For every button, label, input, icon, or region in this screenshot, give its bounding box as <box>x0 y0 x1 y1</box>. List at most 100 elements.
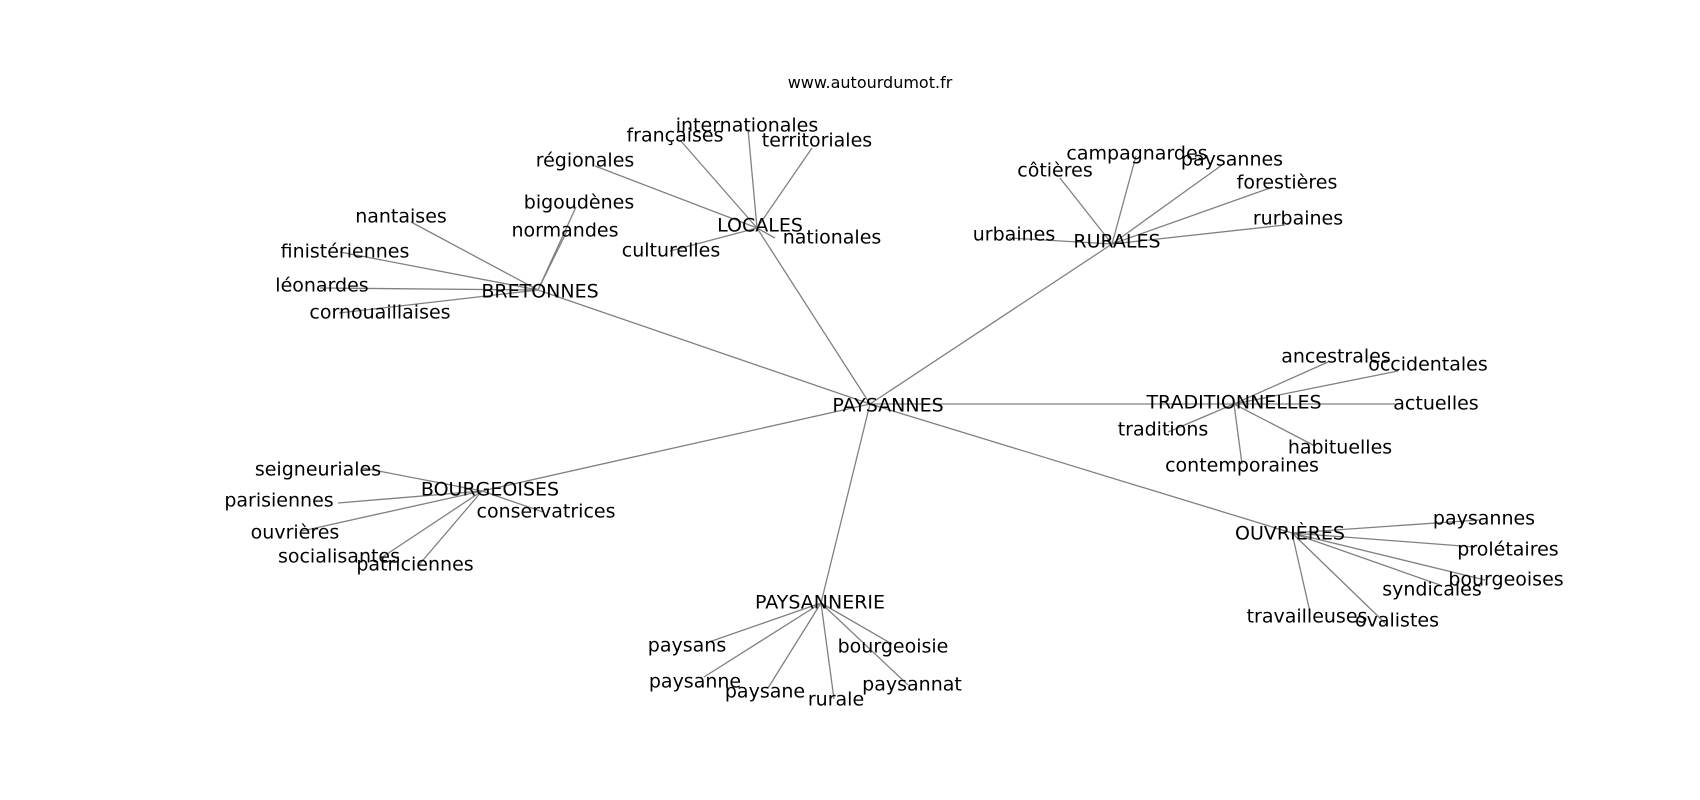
leaf-node-bourgeoises-seigneuriales: seigneuriales <box>255 459 381 481</box>
leaf-node-paysannerie-paysane: paysane <box>725 681 805 703</box>
hub-node-paysannerie: PAYSANNERIE <box>755 592 885 614</box>
leaf-node-bretonnes-normandes: normandes <box>512 220 619 242</box>
leaf-node-traditionnelles-ancestrales: ancestrales <box>1281 346 1391 368</box>
edge-bourgeoises-ouvrieres <box>301 490 483 532</box>
edge-center-locales <box>756 227 871 405</box>
hub-node-bourgeoises: BOURGEOISES <box>421 479 559 501</box>
edge-paysannerie-rurale <box>820 602 835 700</box>
edge-ouvrieres-proletaires <box>1291 532 1476 548</box>
leaf-node-rurales-rurbaines: rurbaines <box>1253 208 1343 230</box>
edge-rurales-paysannes <box>1111 164 1223 245</box>
leaf-node-rurales-paysannes: paysannes <box>1181 149 1283 171</box>
edge-traditionnelles-occidentales <box>1233 370 1399 405</box>
leaf-node-ouvrieres-bourgeoises: bourgeoises <box>1448 569 1563 591</box>
leaf-node-paysannerie-bourgeoisie: bourgeoisie <box>838 636 949 658</box>
leaf-node-bourgeoises-parisiennes: parisiennes <box>224 490 333 512</box>
hub-node-rurales: RURALES <box>1073 231 1160 253</box>
leaf-node-locales-internationales: internationales <box>676 115 819 137</box>
edge-ouvrieres-paysannes <box>1291 519 1480 534</box>
leaf-node-ouvrieres-proletaires: prolétaires <box>1457 539 1558 561</box>
edge-traditionnelles-traditions <box>1167 403 1235 433</box>
leaf-node-bourgeoises-socialisantes: socialisantes <box>278 546 400 568</box>
edge-paysannerie-paysannat <box>820 602 909 686</box>
edge-locales-internationales <box>747 128 758 229</box>
edge-paysannerie-paysanne <box>703 602 822 678</box>
leaf-node-bretonnes-leonardes: léonardes <box>275 275 368 297</box>
leaf-node-bretonnes-nantaises: nantaises <box>355 206 447 228</box>
leaf-node-rurales-cotieres: côtières <box>1017 160 1092 182</box>
hub-node-bretonnes: BRETONNES <box>481 281 598 303</box>
leaf-node-locales-culturelles: culturelles <box>622 240 721 262</box>
leaf-node-locales-territoriales: territoriales <box>762 130 872 152</box>
edge-locales-regionales <box>594 165 758 229</box>
edge-center-paysannerie <box>820 403 871 604</box>
leaf-node-locales-regionales: régionales <box>536 150 635 172</box>
edge-center-bourgeoises <box>481 403 871 492</box>
leaf-node-traditionnelles-contemporaines: contemporaines <box>1165 455 1319 477</box>
edge-paysannerie-paysans <box>708 602 822 643</box>
watermark-text: www.autourdumot.fr <box>788 73 953 92</box>
edge-rurales-forestieres <box>1111 187 1271 245</box>
edge-ouvrieres-bourgeoises <box>1291 532 1486 581</box>
leaf-node-bretonnes-finisteriennes: finistériennes <box>281 241 410 263</box>
leaf-node-rurales-campagnardes: campagnardes <box>1066 143 1207 165</box>
edge-bourgeoises-socialisantes <box>380 490 483 559</box>
edge-bretonnes-cornouaillaises <box>338 289 539 314</box>
edge-center-rurales <box>869 243 1113 405</box>
hub-node-traditionnelles: TRADITIONNELLES <box>1145 392 1321 414</box>
leaf-node-ouvrieres-ovalistes: ovalistes <box>1355 610 1439 632</box>
edge-rurales-campagnardes <box>1111 155 1137 245</box>
edge-locales-francaises <box>679 139 758 229</box>
edge-traditionnelles-habituelles <box>1233 403 1316 447</box>
leaf-node-traditionnelles-traditions: traditions <box>1118 419 1209 441</box>
edge-center-ouvrieres <box>869 403 1293 534</box>
edge-center-bretonnes <box>537 289 871 405</box>
edge-locales-territoriales <box>756 147 813 229</box>
leaf-node-ouvrieres-paysannes: paysannes <box>1433 508 1535 530</box>
hub-node-locales: LOCALES <box>717 215 803 237</box>
edge-traditionnelles-ancestrales <box>1233 361 1329 405</box>
leaf-node-ouvrieres-syndicales: syndicales <box>1382 579 1481 601</box>
edge-rurales-rurbaines <box>1111 224 1286 245</box>
edge-paysannerie-bourgeoisie <box>820 602 893 645</box>
leaf-node-paysannerie-paysans: paysans <box>648 635 726 657</box>
edge-bretonnes-nantaises <box>410 221 539 291</box>
edge-paysannerie-paysane <box>767 602 822 689</box>
edge-bourgeoises-patriciennes <box>417 490 483 567</box>
edge-bourgeoises-parisiennes <box>337 490 483 504</box>
edge-bourgeoises-seigneuriales <box>362 467 483 492</box>
center-node-label: PAYSANNES <box>832 395 943 417</box>
leaf-node-traditionnelles-actuelles: actuelles <box>1393 393 1478 415</box>
leaf-node-traditionnelles-habituelles: habituelles <box>1288 437 1392 459</box>
leaf-node-locales-nationales: nationales <box>783 227 882 249</box>
edge-ouvrieres-ovalistes <box>1291 532 1386 624</box>
edge-ouvrieres-travailleuses <box>1291 532 1311 613</box>
edge-bretonnes-finisteriennes <box>339 251 539 291</box>
leaf-node-bretonnes-bigoudenes: bigoudènes <box>524 192 634 214</box>
leaf-node-rurales-forestieres: forestières <box>1237 172 1338 194</box>
edges-layer <box>301 128 1486 700</box>
leaf-node-paysannerie-paysannat: paysannat <box>862 674 962 696</box>
leaf-node-ouvrieres-travailleuses: travailleuses <box>1247 606 1368 628</box>
leaf-node-traditionnelles-occidentales: occidentales <box>1368 354 1488 376</box>
leaf-node-bretonnes-cornouaillaises: cornouaillaises <box>309 302 450 324</box>
edge-ouvrieres-syndicales <box>1291 532 1441 586</box>
edge-bourgeoises-conservatrices <box>481 490 544 513</box>
leaf-node-locales-francaises: françaises <box>626 125 723 147</box>
edge-bretonnes-normandes <box>537 230 568 291</box>
labels-layer: PAYSANNES BRETONNES bigoudènes normandes nan… <box>224 115 1563 711</box>
leaf-node-bourgeoises-patriciennes: patriciennes <box>356 554 473 576</box>
edge-rurales-cotieres <box>1059 177 1113 245</box>
leaf-node-paysannerie-rurale: rurale <box>808 689 864 711</box>
leaf-node-bourgeoises-conservatrices: conservatrices <box>477 501 616 523</box>
leaf-node-paysannerie-paysanne: paysanne <box>649 671 741 693</box>
hub-node-ouvrieres: OUVRIÈRES <box>1235 522 1345 545</box>
edge-rurales-urbaines <box>1008 237 1113 245</box>
edge-bretonnes-leonardes <box>319 287 539 291</box>
edge-traditionnelles-contemporaines <box>1233 403 1243 465</box>
edge-locales-nationales <box>756 227 776 239</box>
edge-locales-culturelles <box>669 227 758 252</box>
leaf-node-rurales-urbaines: urbaines <box>973 224 1055 246</box>
leaf-node-bourgeoises-ouvrieres: ouvrières <box>251 522 340 544</box>
